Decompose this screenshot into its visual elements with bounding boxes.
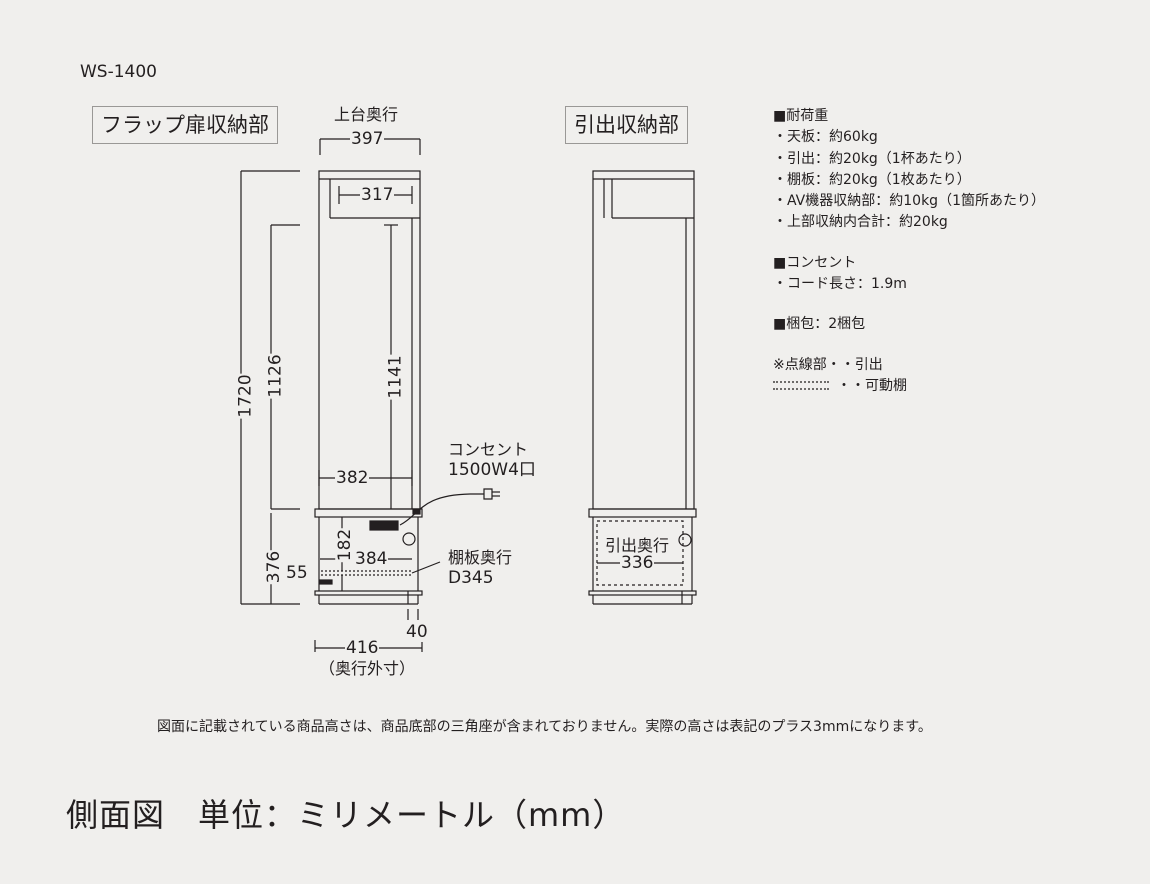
dim-416: 416 xyxy=(345,638,380,658)
dim-40: 40 xyxy=(405,622,429,642)
load-item: ・上部収納内合計：約20kg xyxy=(773,214,948,231)
load-item: ・棚板：約20kg（1枚あたり） xyxy=(773,171,971,188)
dim-336: 336 xyxy=(620,553,655,573)
outer-depth-note: （奥行外寸） xyxy=(318,659,417,678)
load-title: ■耐荷重 xyxy=(773,108,829,124)
outlet-capacity: 1500W4口 xyxy=(447,460,537,480)
model-number: WS-1400 xyxy=(80,62,157,82)
wavy-line-icon xyxy=(773,381,829,391)
dim-1720: 1720 xyxy=(235,373,256,419)
load-item: ・引出：約20kg（1杯あたり） xyxy=(773,150,971,167)
footnote: 図面に記載されている商品高さは、商品底部の三角座が含まれておりません。実際の高さ… xyxy=(157,719,932,735)
shelf-depth-label: 棚板奥行 xyxy=(447,548,514,567)
shelf-depth-value: D345 xyxy=(447,568,495,588)
legend-dashed: ※点線部・・引出 xyxy=(773,356,883,373)
legend-wavy: ・・可動棚 xyxy=(837,377,907,394)
left-cabinet-outline xyxy=(314,170,423,605)
dim-397: 397 xyxy=(350,129,385,149)
flap-storage-label: フラップ扉収納部 xyxy=(92,106,278,144)
outlet-title: ■コンセント xyxy=(773,254,857,271)
dim-384: 384 xyxy=(354,549,389,569)
dim-1141: 1141 xyxy=(385,354,406,400)
page-title: 側面図 単位：ミリメートル（mm） xyxy=(66,796,626,834)
dim-382: 382 xyxy=(335,468,370,488)
dim-376: 376 xyxy=(264,549,285,585)
drawer-depth-label: 引出奥行 xyxy=(604,536,671,555)
package-info: ■梱包：2梱包 xyxy=(773,316,866,333)
specs-panel: ■耐荷重 ・天板：約60kg ・引出：約20kg（1杯あたり） ・棚板：約20k… xyxy=(773,106,1045,397)
load-item: ・AV機器収納部：約10kg（1箇所あたり） xyxy=(773,193,1045,210)
dim-1126: 1126 xyxy=(265,353,286,399)
dim-55: 55 xyxy=(285,563,309,583)
dim-182: 182 xyxy=(335,527,356,563)
legend-wavy-row: ・・可動棚 xyxy=(773,376,1045,397)
dim-317: 317 xyxy=(360,185,395,205)
outlet-label: コンセント xyxy=(447,440,530,459)
right-cabinet-outline xyxy=(588,170,697,605)
drawer-storage-label: 引出収納部 xyxy=(565,106,688,144)
top-depth-label: 上台奥行 xyxy=(333,105,400,124)
outlet-item: ・コード長さ：1.9m xyxy=(773,276,907,293)
load-item: ・天板：約60kg xyxy=(773,129,878,146)
